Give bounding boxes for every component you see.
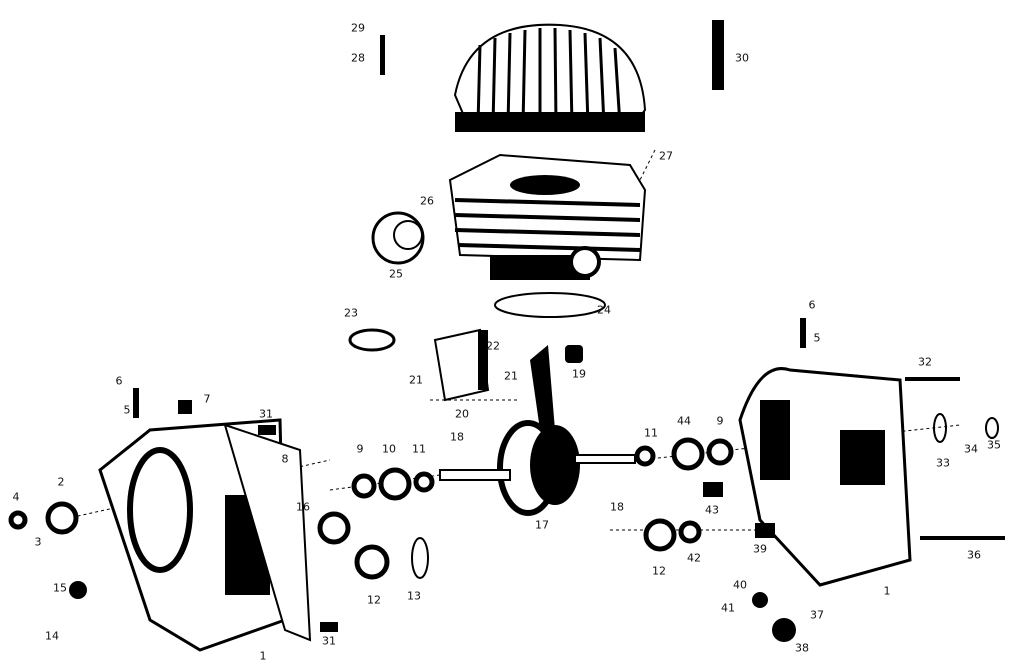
crankshaft [439,345,636,516]
part-number-label: 33 [936,456,950,470]
cylinder-block [448,153,647,280]
part-number-label: 27 [659,149,673,163]
part-number-label: 8 [281,452,289,466]
part-number-label: 11 [644,426,658,440]
part-number-label: 13 [407,589,421,603]
part-number-label: 5 [123,403,131,417]
part-number-label: 21 [409,373,423,387]
part-number-label: 20 [455,407,469,421]
part-number-label: 9 [356,442,364,456]
part-number-label: 25 [389,267,403,281]
small-parts [69,20,1005,642]
part-number-label: 41 [721,601,735,615]
part-number-label: 1 [883,584,891,598]
part-number-label: 39 [753,542,767,556]
part-number-label: 6 [808,298,816,312]
part-number-label: 37 [810,608,824,622]
piston-rings [348,328,396,352]
part-number-label: 14 [45,629,59,643]
part-number-label: 12 [367,593,381,607]
part-number-label: 28 [351,51,365,65]
exhaust-flange [371,211,425,265]
part-number-label: 30 [735,51,749,65]
base-gasket [494,292,606,318]
part-number-label: 31 [322,634,336,648]
part-number-label: 9 [716,414,724,428]
part-number-label: 31 [259,407,273,421]
part-number-label: 44 [677,414,691,428]
part-number-label: 40 [733,578,747,592]
part-number-label: 38 [795,641,809,655]
part-number-label: 17 [535,518,549,532]
part-number-label: 2 [57,475,65,489]
part-number-label: 3 [34,535,42,549]
part-number-label: 10 [382,442,396,456]
part-number-label: 19 [572,367,586,381]
small-end-bearing [565,345,583,363]
right-crankcase [738,367,912,587]
part-number-label: 36 [967,548,981,562]
bearings [8,437,734,580]
part-number-label: 16 [296,500,310,514]
part-number-label: 35 [987,438,1001,452]
cylinder-head [453,23,647,132]
part-number-label: 24 [597,303,611,317]
left-crankcase [98,418,312,652]
part-number-label: 15 [53,581,67,595]
part-number-label: 34 [964,442,978,456]
part-number-label: 21 [504,369,518,383]
part-number-label: 18 [610,500,624,514]
part-number-label: 1 [259,649,267,663]
part-number-label: 4 [12,490,20,504]
part-number-label: 5 [813,331,821,345]
part-number-label: 43 [705,503,719,517]
part-number-label: 26 [420,194,434,208]
part-number-label: 7 [203,392,211,406]
part-number-label: 22 [486,339,500,353]
part-number-label: 42 [687,551,701,565]
part-number-label: 23 [344,306,358,320]
part-number-label: 32 [918,355,932,369]
part-number-label: 12 [652,564,666,578]
part-number-label: 18 [450,430,464,444]
gasket [223,423,312,642]
part-number-label: 29 [351,21,365,35]
part-number-label: 11 [412,442,426,456]
piston [433,328,490,402]
part-number-label: 6 [115,374,123,388]
